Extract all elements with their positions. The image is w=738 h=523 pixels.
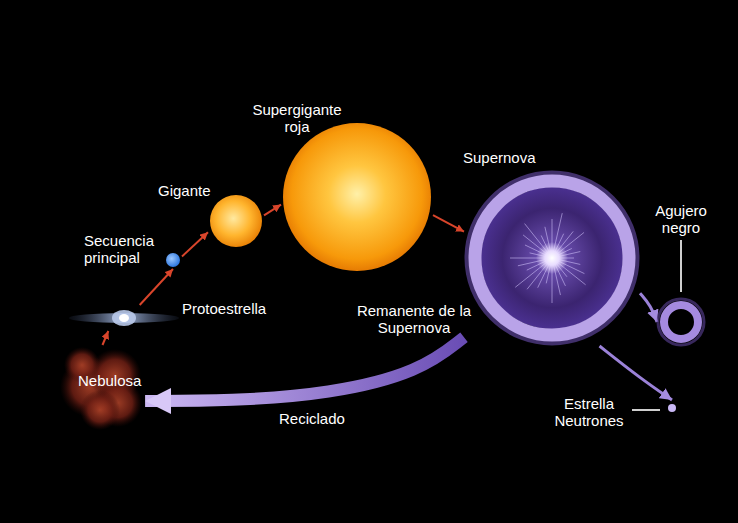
stage-body: Protoestrella [68,305,180,331]
leader-line [680,240,682,292]
body-outline [657,298,705,346]
accretion-disk [69,313,179,323]
body-outline [68,305,180,331]
black-hole-glow [658,299,704,345]
stage-body: Gigante [208,193,264,249]
stage-label: Estrella Neutrones [548,395,630,430]
neutron-star [668,404,676,412]
stage-body: Estrella Neutrones [664,400,680,416]
stage-body: Supergigante roja [281,121,433,273]
stage-arrow [103,331,109,345]
stage-arrow [640,293,657,322]
leader-line [632,409,660,411]
main-sequence-star [166,253,180,267]
protostar-core [119,314,129,322]
stage-label: Gigante [158,182,220,199]
nebula-cloud [80,390,120,430]
body-outline [208,193,264,249]
body-outline [464,170,640,346]
stage-label: Protoestrella [182,300,282,317]
stage-arrow [600,346,672,400]
body-outline [664,400,680,416]
protostar-core [112,310,136,326]
supernova-interior [481,187,623,329]
giant-star [210,195,262,247]
stage-arrow [140,269,173,305]
body-outline [281,121,433,273]
black-hole-ring [664,305,698,339]
stage-label: Nebulosa [78,372,158,389]
stage-body: Nebulosa [60,345,145,425]
stage-arrow [182,232,208,256]
supergiant-star [283,123,431,271]
body-outline [164,251,182,269]
stage-arrow [433,215,464,231]
supernova-shell [475,181,629,335]
supernova-glow [467,173,637,343]
free-label: Remanente de la Supernova [350,302,478,337]
stage-body: Secuencia principal [164,251,182,269]
stage-body: Supernova [464,170,640,346]
supernova-core [536,242,568,274]
stage-label: Secuencia principal [84,232,162,267]
stage-label: Agujero negro [647,202,715,237]
stage-label: Supernova [463,149,553,166]
stage-arrow [145,337,464,401]
stage-arrow [264,205,281,216]
arrow-label: Reciclado [277,410,347,427]
stage-body: Agujero negro [657,298,705,346]
stage-label: Supergigante roja [242,101,352,136]
